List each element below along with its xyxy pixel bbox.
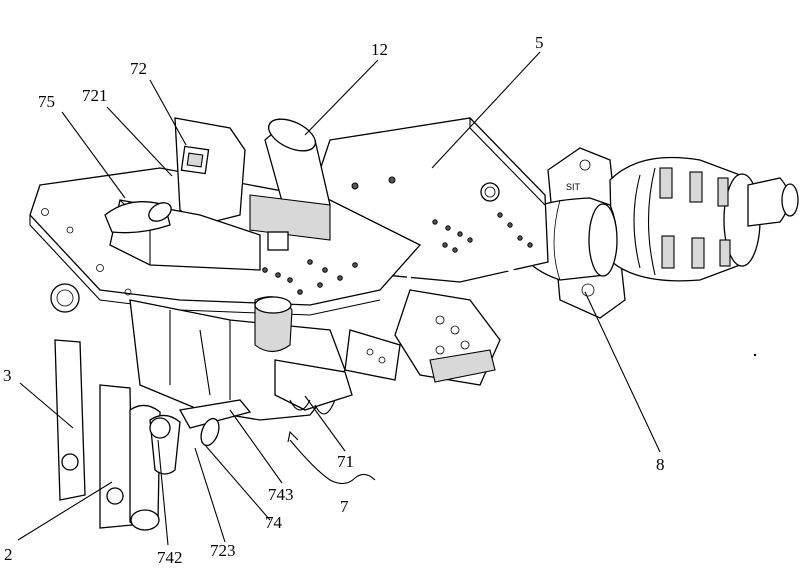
label-72: 72 bbox=[130, 59, 147, 78]
ribbed-cylinder bbox=[609, 156, 761, 282]
label-3: 3 bbox=[3, 366, 12, 385]
end-cap-knob bbox=[747, 177, 799, 227]
label-7: 7 bbox=[340, 497, 349, 516]
bracket-assembly bbox=[129, 296, 353, 447]
capacitor-cylinder bbox=[249, 118, 331, 241]
svg-text:SIT: SIT bbox=[566, 182, 581, 192]
label-12: 12 bbox=[371, 40, 388, 59]
label-75: 75 bbox=[38, 92, 55, 111]
label-721: 721 bbox=[82, 86, 108, 105]
label-2: 2 bbox=[4, 545, 13, 564]
label-723: 723 bbox=[210, 541, 236, 560]
label-8: 8 bbox=[656, 455, 665, 474]
lower-connectors bbox=[344, 289, 501, 386]
label-71: 71 bbox=[337, 452, 354, 471]
part-labels: 12 5 72 721 75 3 2 742 723 74 743 7 71 8 bbox=[3, 33, 665, 567]
lever-block bbox=[104, 117, 289, 271]
leader-lines bbox=[17, 51, 661, 546]
terminal-pins bbox=[50, 283, 181, 531]
label-74: 74 bbox=[265, 513, 283, 532]
label-5: 5 bbox=[535, 33, 544, 52]
label-743: 743 bbox=[268, 485, 294, 504]
label-742: 742 bbox=[157, 548, 183, 567]
speck bbox=[753, 353, 757, 357]
